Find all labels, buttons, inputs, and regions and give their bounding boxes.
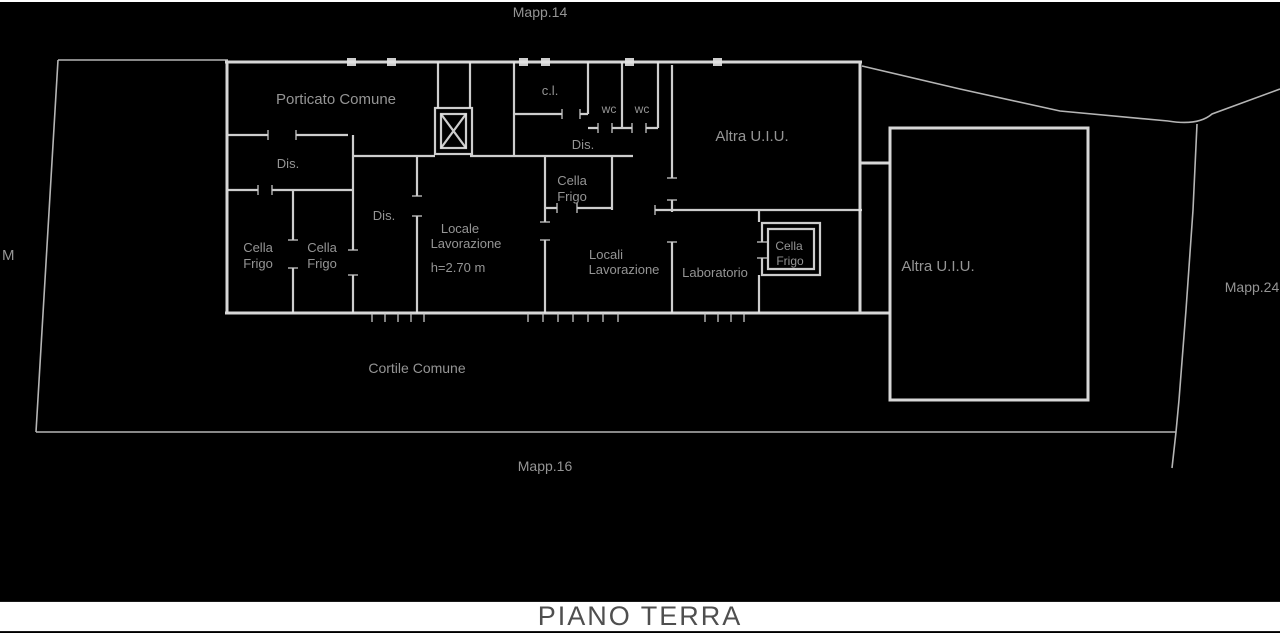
label-locali-lavorazione-2: Lavorazione: [589, 262, 660, 277]
label-cella-frigo-b-1: Cella: [307, 240, 337, 255]
label-cella-frigo-a-1: Cella: [243, 240, 273, 255]
label-locale-lavorazione-height: h=2.70 m: [431, 260, 486, 275]
plan-title-bar: PIANO TERRA: [0, 601, 1280, 632]
window-marks: [347, 58, 722, 66]
map-label-right: Mapp.24: [1225, 279, 1280, 295]
label-cella-frigo-mid-2: Frigo: [557, 189, 587, 204]
stair-shaft: [433, 106, 474, 156]
label-laboratorio: Laboratorio: [682, 265, 748, 280]
label-cella-frigo-box-1: Cella: [775, 239, 803, 253]
detached-unit-walls: [888, 126, 1090, 402]
dimension-hatches: [371, 313, 745, 322]
map-label-top: Mapp.14: [513, 4, 568, 20]
label-cortile-comune: Cortile Comune: [368, 360, 465, 376]
label-dis-center: Dis.: [373, 208, 395, 223]
label-cella-frigo-box-2: Frigo: [776, 254, 804, 268]
label-altra-uiu-right: Altra U.I.U.: [901, 258, 974, 275]
label-altra-uiu-top: Altra U.I.U.: [715, 128, 788, 145]
label-locale-lavorazione-1: Locale: [441, 221, 479, 236]
label-cella-frigo-a-2: Frigo: [243, 256, 273, 271]
label-wc-right: wc: [634, 102, 650, 116]
plan-title: PIANO TERRA: [537, 601, 743, 631]
label-cella-frigo-b-2: Frigo: [307, 256, 337, 271]
scan-top-edge-line: [0, 0, 1280, 2]
map-label-left-fragment: M: [2, 247, 15, 264]
label-wc-left: wc: [601, 102, 617, 116]
parcel-boundary: [35, 59, 1280, 469]
door-jamb-ticks: [257, 109, 767, 276]
label-locale-lavorazione-2: Lavorazione: [431, 236, 502, 251]
label-cl: c.l.: [542, 83, 559, 98]
room-labels: Mapp.14 Porticato Comune c.l. wc wc Altr…: [2, 4, 1279, 474]
map-label-bottom: Mapp.16: [518, 458, 573, 474]
label-locali-lavorazione-1: Locali: [589, 247, 623, 262]
label-dis-corridor: Dis.: [572, 137, 594, 152]
label-cella-frigo-mid-1: Cella: [557, 173, 587, 188]
label-dis-porch: Dis.: [277, 156, 299, 171]
label-porticato-comune: Porticato Comune: [276, 91, 396, 108]
interior-walls: [228, 62, 862, 313]
